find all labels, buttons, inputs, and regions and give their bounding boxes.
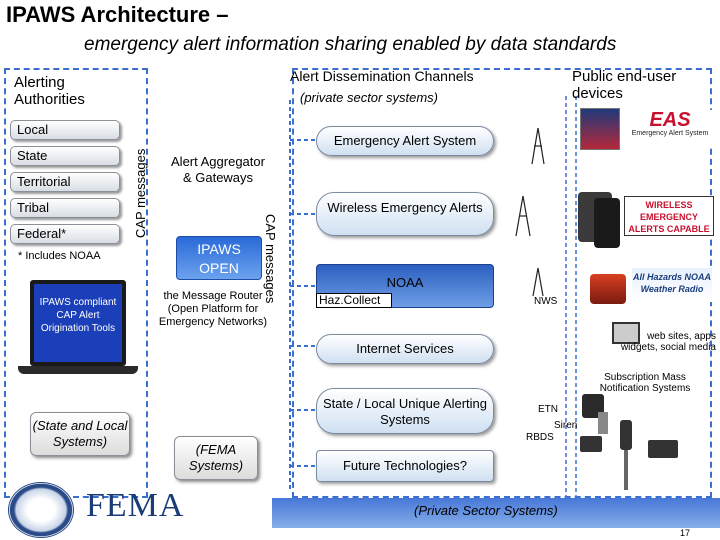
laptop-base (18, 366, 138, 374)
hazcollect-label: Haz.Collect (316, 293, 392, 308)
noaa-radio-logo: All Hazards NOAA Weather Radio (632, 268, 712, 302)
fema-logo: FEMA (86, 487, 185, 524)
eas-logo: EAS Emergency Alert System (624, 110, 716, 146)
radio-icon (580, 436, 602, 452)
tower-icon-wea (515, 195, 531, 237)
authority-state: State (10, 146, 120, 166)
state-local-systems-label: (State and Local Systems) (30, 412, 130, 456)
authority-federal: Federal* (10, 224, 120, 244)
monitor-icon (612, 322, 640, 344)
private-sector-bar (272, 498, 720, 528)
pole-icon (624, 450, 628, 490)
laptop-icon: IPAWS compliant CAP Alert Origination To… (30, 280, 126, 366)
etn-label: ETN (538, 404, 558, 415)
fema-systems-label: (FEMA Systems) (174, 436, 258, 480)
authority-territorial: Territorial (10, 172, 120, 192)
channel-wea: Wireless Emergency Alerts (316, 192, 494, 236)
siren-label: Siren (554, 420, 578, 431)
aggregator-label: Alert Aggregator & Gateways (171, 154, 265, 185)
dissemination-subheading: (private sector systems) (300, 90, 438, 105)
public-devices-heading: Public end-user devices (572, 68, 677, 102)
private-sector-label: (Private Sector Systems) (414, 503, 558, 518)
rbds-label: RBDS (526, 432, 554, 443)
tower-icon-eas (531, 127, 545, 165)
device-icon (648, 440, 678, 458)
channel-internet: Internet Services (316, 334, 494, 364)
wea-logo: WIRELESS EMERGENCY ALERTS CAPABLE (624, 196, 714, 236)
channel-state-local: State / Local Unique Alerting Systems (316, 388, 494, 434)
ipaws-open-title: IPAWS OPEN (197, 241, 241, 276)
channel-eas: Emergency Alert System (316, 126, 494, 156)
page-subtitle: emergency alert information sharing enab… (84, 34, 617, 55)
smartphone-icon (594, 198, 620, 248)
alerting-authorities-heading: Alerting Authorities (14, 74, 85, 108)
channel-future: Future Technologies? (316, 450, 494, 482)
page-title: IPAWS Architecture – (6, 2, 229, 27)
tower-icon-nws (532, 267, 544, 297)
page-number: 17 (680, 528, 691, 538)
nws-label: NWS (534, 296, 558, 307)
authority-local: Local (10, 120, 120, 140)
alerting-authorities-panel (4, 68, 148, 498)
dhs-seal-icon (8, 482, 74, 538)
dissemination-heading: Alert Dissemination Channels (290, 68, 474, 84)
web-apps-label: web sites, apps widgets, social media (620, 331, 716, 353)
cap-messages-label-left: CAP messages (133, 148, 148, 238)
noaa-label: NOAA (386, 275, 424, 290)
tv-icon (580, 108, 620, 150)
message-router-text: the Message Router (Open Platform for Em… (158, 290, 268, 328)
siren-icon (598, 412, 608, 434)
authority-tribal: Tribal (10, 198, 120, 218)
subscription-label: Subscription Mass Notification Systems (599, 372, 691, 394)
laptop-text: IPAWS compliant CAP Alert Origination To… (39, 297, 117, 334)
traffic-light-icon (620, 420, 632, 450)
includes-noaa-footnote: * Includes NOAA (18, 250, 101, 262)
ipaws-open-box: IPAWS OPEN (176, 236, 262, 280)
weather-radio-icon (590, 274, 626, 304)
